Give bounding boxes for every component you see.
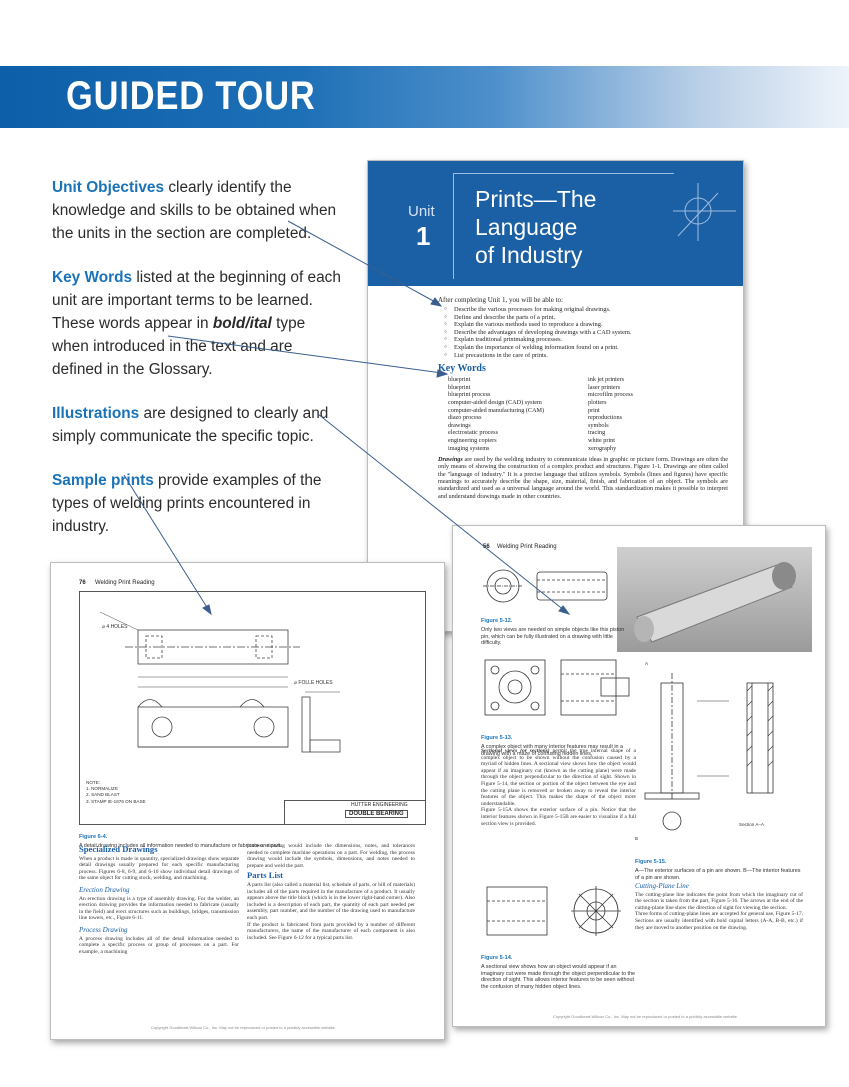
- sectional-view-illustration: [486, 886, 621, 936]
- double-bearing-drawing: ⌀ 4 HOLES ⌀ FOLLE HOLES: [99, 611, 341, 753]
- left-text-column: Specialized Drawings When a product is m…: [79, 843, 239, 955]
- copyright-notice: Copyright Goodheart-Willcox Co., Inc. Ma…: [151, 1025, 336, 1030]
- parts-list-heading: Parts List: [247, 870, 284, 881]
- paragraph: The cutting-plane line indicates the poi…: [635, 891, 803, 911]
- key-word: blueprint process: [448, 391, 491, 399]
- key-word: print: [588, 406, 600, 414]
- key-word: reproductions: [588, 414, 623, 422]
- figure-5-15-caption: Figure 5-15. A—The exterior surfaces of …: [635, 859, 801, 881]
- key-word: microfilm process: [588, 391, 633, 399]
- unit-title: Prints—The Language of Industry: [475, 186, 597, 268]
- callout-list: Unit Objectives clearly identify the kno…: [52, 176, 342, 559]
- pin-section-views: [644, 673, 774, 831]
- illustrations-page: 56 Welding Print Reading Figure 5-12. On…: [452, 525, 826, 1027]
- crosshair-graphic: [673, 183, 736, 241]
- key-word: white print: [588, 436, 615, 444]
- callout-sample-prints: Sample prints provide examples of the ty…: [52, 472, 322, 535]
- key-word: imaging systems: [448, 444, 490, 452]
- key-word: blueprint: [448, 376, 471, 384]
- objectives-intro: After completing Unit 1, you will be abl…: [438, 296, 564, 304]
- key-word: drawings: [448, 421, 471, 429]
- sample-print-page: 76 Welding Print Reading: [50, 562, 445, 1040]
- unit-intro-paragraph: Drawings are used by the welding industr…: [438, 456, 728, 500]
- title-block-company: HUTTER ENGINEERING: [351, 802, 408, 808]
- key-word: computer-aided manufacturing (CAM): [448, 406, 545, 414]
- figure-5-12-caption: Figure 5-12. Only two views are needed o…: [481, 618, 625, 646]
- drawing-notes: NOTE: 1. NORMALIZE 2. SAND BLAST 3. STAM…: [86, 780, 146, 804]
- objective-item: List precautions in the care of prints.: [438, 352, 728, 360]
- erection-drawing-heading: Erection Drawing: [79, 885, 130, 894]
- key-word: symbols: [588, 421, 609, 429]
- piston-pin-photo: [617, 547, 812, 652]
- key-word: computer-aided design (CAD) system: [448, 398, 542, 406]
- key-words-list: blueprint blueprint blueprint process co…: [438, 376, 728, 452]
- key-word: blueprint: [448, 383, 471, 391]
- objective-item: Explain the various methods used to repr…: [438, 321, 728, 329]
- key-word: xerography: [588, 444, 617, 452]
- objective-item: Explain traditional printmaking processe…: [438, 336, 728, 344]
- paragraph: Sectional views (or sections) permit the…: [481, 748, 636, 807]
- unit-header: Unit 1 Prints—The Language of Industry: [368, 161, 743, 286]
- key-words-heading: Key Words: [438, 363, 486, 375]
- paragraph: Figure 5-15A shows the exterior surface …: [481, 807, 636, 827]
- page-number: 56: [483, 544, 490, 550]
- paragraph: If the product is fabricated from parts …: [247, 921, 415, 941]
- banner-title: GUIDED TOUR: [66, 74, 316, 118]
- objective-item: Explain the importance of welding inform…: [438, 344, 728, 352]
- process-drawing-heading: Process Drawing: [79, 925, 128, 934]
- paragraph: An erection drawing is a type of assembl…: [79, 895, 239, 922]
- svg-text:⌀ 4 HOLES: ⌀ 4 HOLES: [102, 624, 128, 630]
- callout-illustrations: Illustrations are designed to clearly an…: [52, 405, 329, 445]
- running-head: Welding Print Reading: [497, 544, 557, 550]
- paragraph: Three forms of cutting-plane lines are a…: [635, 911, 803, 931]
- detail-drawing: ⌀ 4 HOLES ⌀ FOLLE HOLES NOTE: 1. NORMALI…: [79, 591, 426, 825]
- objective-item: Define and describe the parts of a print…: [438, 314, 728, 322]
- key-word: diazo process: [448, 414, 482, 422]
- paragraph: process drawing would include the dimens…: [247, 843, 415, 869]
- unit-label: Unit: [408, 203, 435, 220]
- key-word: electrostatic process: [448, 429, 498, 437]
- right-text-column: process drawing would include the dimens…: [247, 843, 415, 941]
- callout-key-words: Key Words listed at the beginning of eac…: [52, 269, 341, 378]
- key-words-left: blueprint blueprint blueprint process co…: [448, 376, 588, 452]
- paragraph: When a product is made in quantity, spec…: [79, 855, 239, 882]
- key-word: plotters: [588, 398, 607, 406]
- section-label: Section A–A: [739, 822, 765, 827]
- title-block-part: DOUBLE BEARING: [345, 810, 408, 818]
- guided-tour-banner: [0, 66, 849, 128]
- view-label-b: B: [635, 836, 639, 841]
- cutting-plane-text: Cutting-Plane Line The cutting-plane lin…: [635, 878, 803, 931]
- piston-pin-views: [483, 569, 608, 603]
- sectional-views-text: Sectional views (or sections) permit the…: [481, 748, 636, 827]
- objective-item: Describe the various processes for makin…: [438, 306, 728, 314]
- view-label-a: A: [645, 661, 649, 666]
- key-word: ink jet printers: [588, 376, 625, 384]
- key-word: engineering copiers: [448, 436, 497, 444]
- running-head: Welding Print Reading: [95, 580, 155, 586]
- paragraph: A process drawing includes all of the de…: [79, 935, 239, 955]
- objective-item: Describe the advantages of developing dr…: [438, 329, 728, 337]
- unit-title-frame: [453, 173, 674, 279]
- complex-object-views: [484, 659, 630, 716]
- page-number: 76: [79, 580, 86, 586]
- figure-5-14-caption: Figure 5-14. A sectional view shows how …: [481, 955, 636, 990]
- key-word: laser printers: [588, 383, 621, 391]
- specialized-drawings-heading: Specialized Drawings: [79, 844, 158, 854]
- figure-5-13-caption: Figure 5-13. A complex object with many …: [481, 735, 624, 757]
- title-block: HUTTER ENGINEERING DOUBLE BEARING: [284, 800, 425, 824]
- key-words-right: ink jet printers laser printers microfil…: [588, 376, 728, 452]
- copyright-notice: Copyright Goodheart-Willcox Co., Inc. Ma…: [553, 1014, 738, 1019]
- svg-text:⌀ FOLLE HOLES: ⌀ FOLLE HOLES: [294, 680, 333, 686]
- figure-6-4-caption: Figure 6-4. A detail drawing includes al…: [79, 834, 282, 849]
- unit-number: 1: [416, 221, 431, 251]
- cutting-plane-heading: Cutting-Plane Line: [635, 882, 689, 890]
- key-word: tracing: [588, 429, 606, 437]
- unit-body: After completing Unit 1, you will be abl…: [438, 296, 728, 500]
- paragraph: A parts list (also called a material lis…: [247, 881, 415, 921]
- callout-unit-objectives: Unit Objectives clearly identify the kno…: [52, 179, 337, 242]
